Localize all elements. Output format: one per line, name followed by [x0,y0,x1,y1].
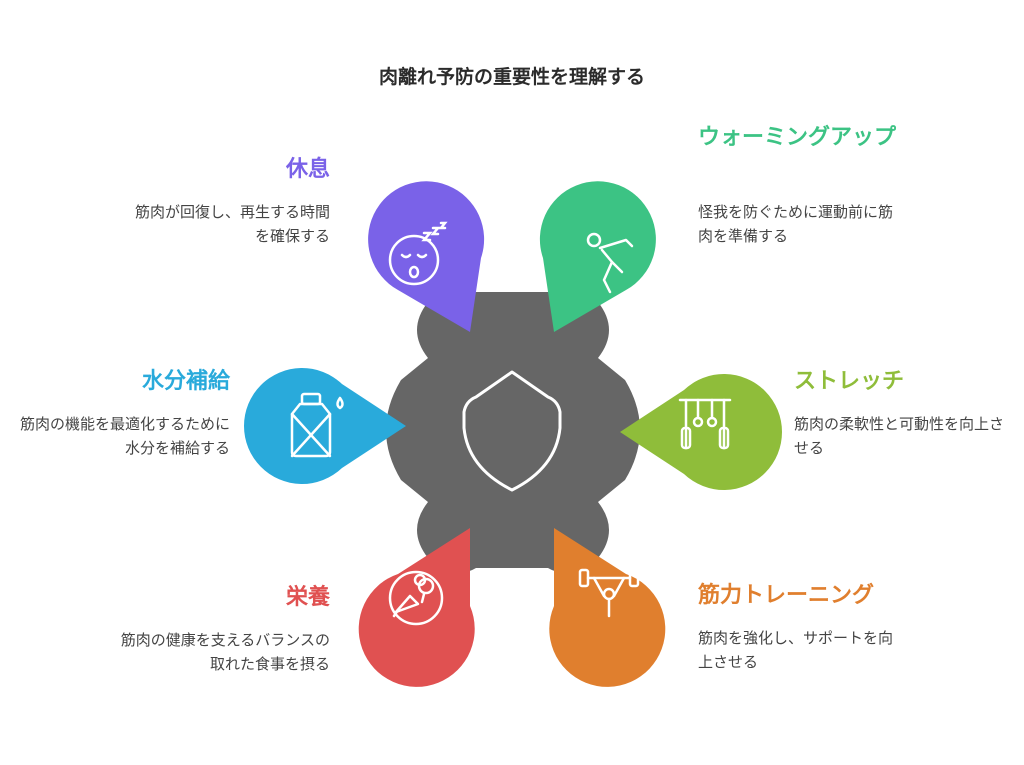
gymnastic-rings-icon [678,398,732,450]
nutrition-description: 筋肉の健康を支えるバランスの取れた食事を摂る [120,631,330,673]
stretching-person-icon [586,232,634,294]
weightlifting-icon [578,568,640,618]
petal-hydration-shape [244,368,406,484]
diagram-title: 肉離れ予防の重要性を理解する [378,66,645,88]
petal-nutrition [358,528,475,687]
nutrition-heading: 栄養 [285,585,330,610]
warmup-heading: ウォーミングアップ [698,125,897,150]
petal-rest [368,181,485,332]
warmup-description: 怪我を防ぐために運動前に筋肉を準備する [698,203,894,245]
rest-heading: 休息 [285,157,330,182]
strength-description: 筋肉を強化し、サポートを向上させる [698,629,894,671]
petal-rest-shape [368,181,485,332]
water-bottle-icon [290,392,344,458]
hydration-heading: 水分補給 [141,369,230,394]
petal-warmup [539,181,656,332]
petal-stretch-shape [620,373,782,490]
petal-warmup-shape [539,181,656,332]
shield-icon [462,370,562,492]
petal-stretch [620,373,782,490]
petal-nutrition-shape [358,528,475,687]
stretch-heading: ストレッチ [794,369,905,394]
petal-hydration [244,368,406,484]
hydration-description: 筋肉の機能を最適化するために水分を補給する [19,415,230,457]
sleeping-face-icon [388,221,448,286]
rest-description: 筋肉が回復し、再生する時間を確保する [134,203,330,245]
strength-heading: 筋力トレーニング [698,583,875,608]
stretch-description: 筋肉の柔軟性と可動性を向上させる [794,415,1005,457]
petal-strength [549,528,666,687]
center-hexagon [386,287,640,573]
vegetables-icon [388,570,444,626]
petal-strength-shape [549,528,666,687]
